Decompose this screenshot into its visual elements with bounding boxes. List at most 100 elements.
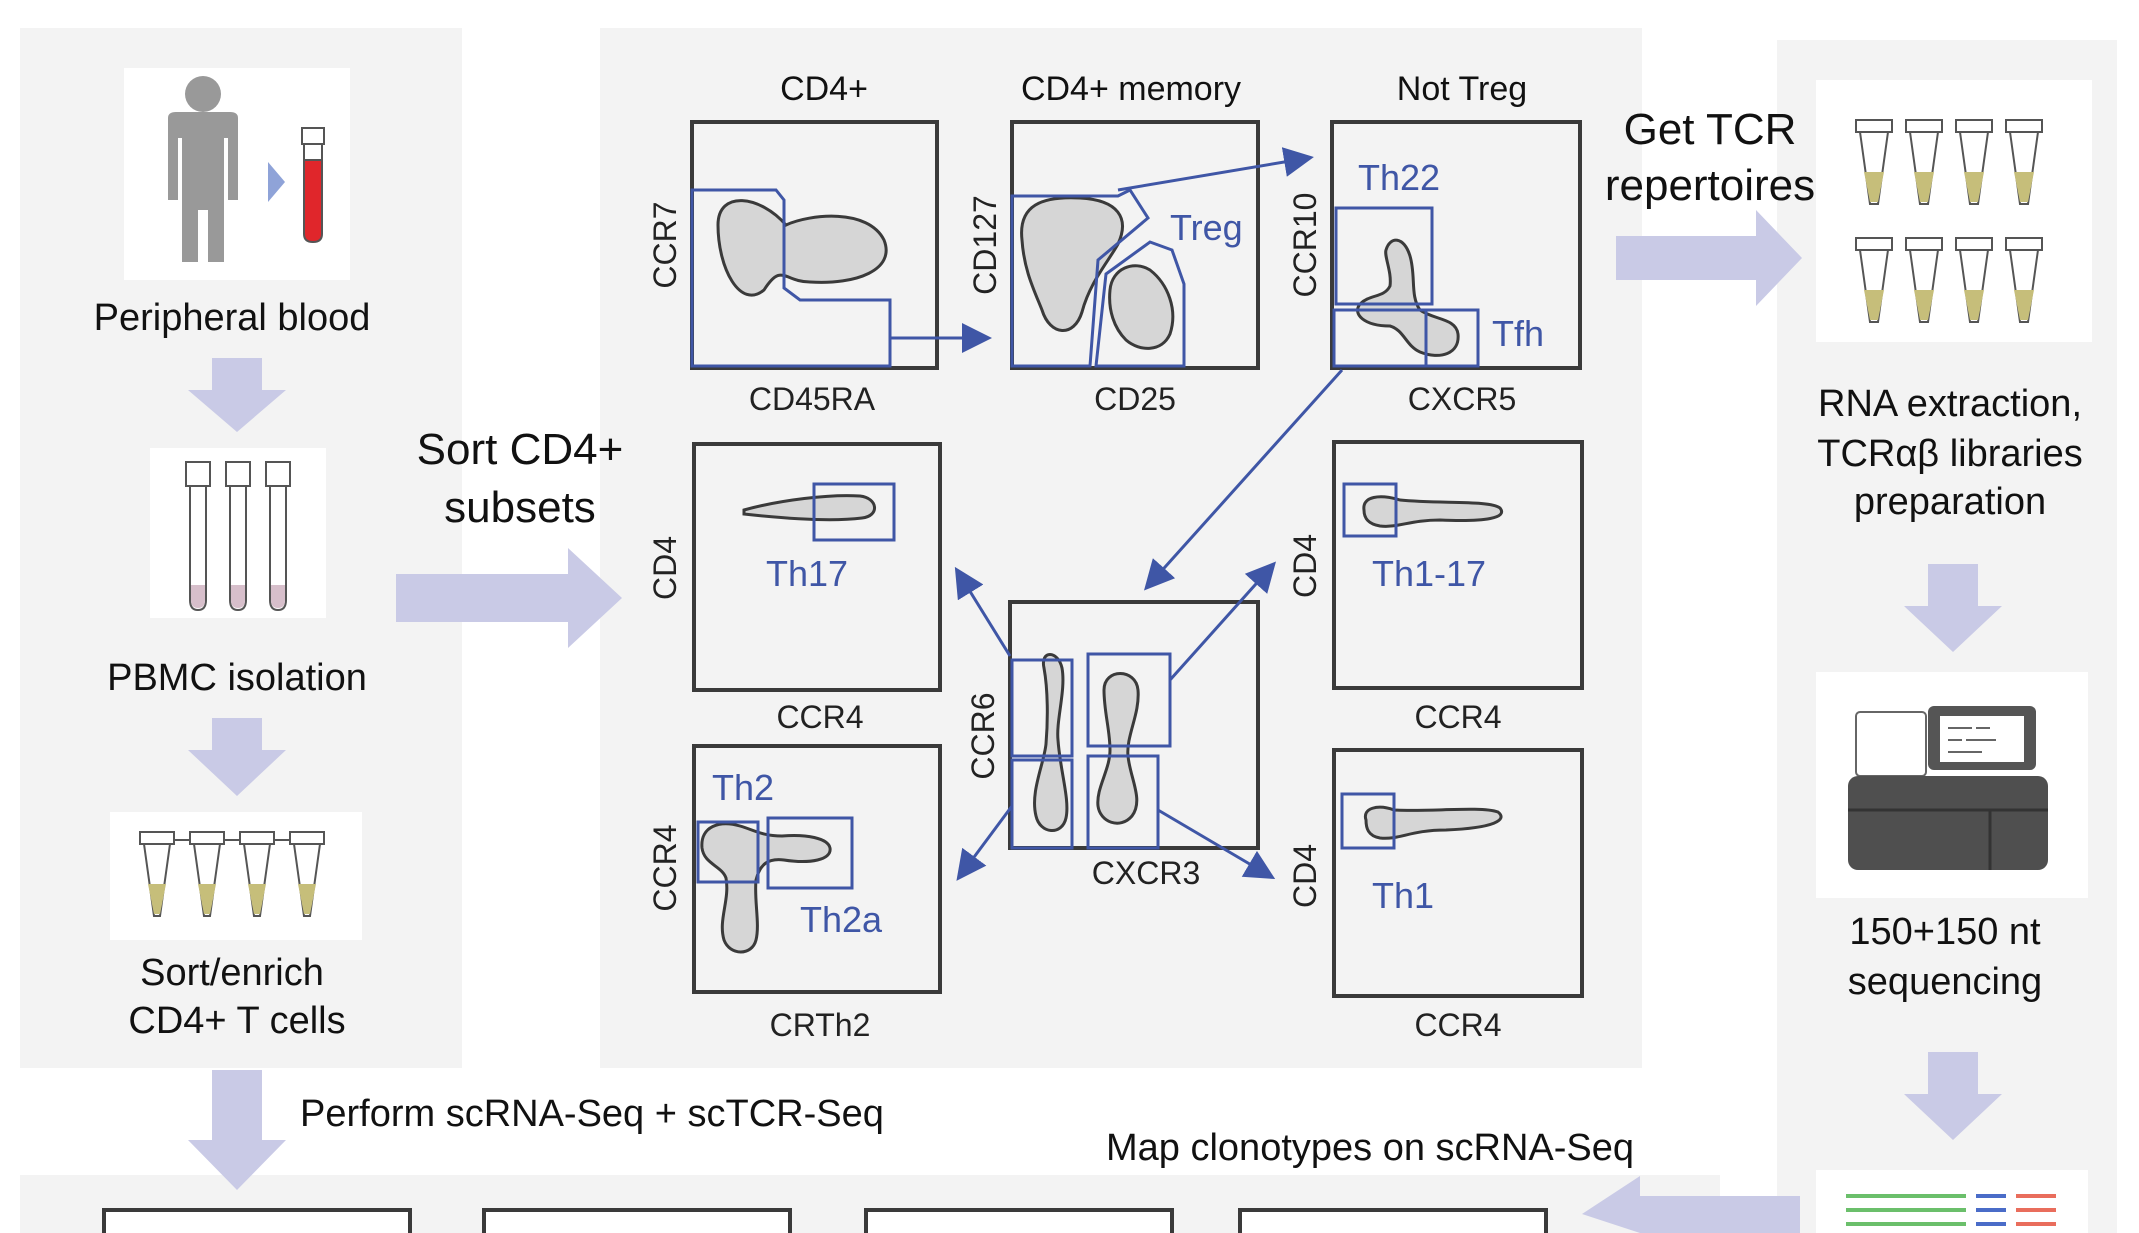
get-tcr-label-1: Get TCR [1624,105,1797,154]
plot-frame [692,442,942,692]
y-axis-label: CCR6 [965,692,1001,779]
gate-path [1010,188,1150,368]
plot-frame [1330,120,1582,370]
x-axis-label: CCR4 [1414,1007,1501,1043]
pcr-tubes-illustration-right [1816,80,2092,342]
gate-box [1086,754,1160,850]
cd4-tcells-label: CD4+ T cells [128,1000,345,1042]
map-clonotypes-label: Map clonotypes on scRNA-Seq [1106,1127,1634,1169]
gate-box [1340,792,1396,850]
blob [1020,196,1124,332]
gate-arrow-nottreg-to-center [1143,368,1344,591]
gate-box-tfh [1424,308,1480,368]
pbmc-isolation-label: PBMC isolation [107,657,367,699]
gate-label-th22: Th22 [1358,157,1440,198]
sort-subsets-label-1: Sort CD4+ [417,425,624,474]
bottom-box-2 [482,1208,792,1233]
pbmc-tubes-illustration [150,448,326,618]
person-blood-illustration [124,68,350,280]
bottom-box-1 [102,1208,412,1233]
bottom-box-4 [1238,1208,1548,1233]
gate-label-treg: Treg [1170,207,1243,248]
x-axis-label: CCR4 [1414,699,1501,735]
gate-arrow-mem-to-nottreg [1117,147,1314,192]
down-arrow-3 [188,1070,286,1190]
sort-enrich-label: Sort/enrich [140,952,324,994]
y-axis-label: CCR4 [647,824,683,911]
gate-arrow-to-th17 [954,566,1012,657]
peripheral-blood-label: Peripheral blood [94,297,371,339]
gate-label-th2a: Th2a [800,899,883,940]
y-axis-label: CCR7 [647,201,683,288]
gate-path [690,188,892,368]
gate-box [1086,652,1172,748]
plot-not-treg: Not Treg Th22 Tfh CCR10 CXCR5 [1287,70,1582,417]
gate-box [812,482,896,542]
middle-panel [600,28,1642,1068]
x-axis-label: CD25 [1094,381,1176,417]
plot-title-cd4: CD4+ [780,70,868,108]
plot-th1: Th1 CD4 CCR4 [1287,748,1584,1043]
y-axis-label: CD4 [1287,844,1323,908]
bottom-box-3 [864,1208,1174,1233]
gate-box [1342,482,1398,538]
triangle-icon [268,162,285,202]
blob [1096,672,1140,825]
plot-title-memory: CD4+ memory [1021,70,1241,108]
rna-extraction-label-1: RNA extraction, [1818,383,2082,425]
gate-box [696,820,760,884]
pcr-tubes-illustration [110,812,362,940]
x-axis-label: CXCR3 [1092,855,1200,891]
y-axis-label: CD4 [647,536,683,600]
down-arrow-2 [188,718,286,796]
y-axis-label: CD4 [1287,534,1323,598]
gate-label-tfh: Tfh [1492,313,1544,354]
get-tcr-label-2: repertoires [1605,161,1815,210]
plot-th17: Th17 CD4 CCR4 [647,442,942,735]
sort-subsets-label-2: subsets [444,483,596,532]
plot-center-ccr6-cxcr3: CCR6 CXCR3 [965,600,1260,891]
sequencer-icon [1848,706,2048,870]
rna-extraction-label-2: TCRαβ libraries [1817,433,2083,475]
down-arrow-right-1 [1904,564,2002,652]
gate-box [1010,658,1074,758]
plot-frame [692,744,942,994]
x-axis-label: CD45RA [749,381,876,417]
plot-frame [1332,440,1584,690]
plot-th2: Th2 Th2a CCR4 CRTh2 [647,744,942,1043]
blob [1108,264,1175,350]
plot-cd4: CD4+ CCR7 CD45RA [647,70,939,417]
gate-arrow-to-th1 [1157,808,1276,880]
blood-tube-icon [301,127,325,244]
perform-scrna-label: Perform scRNA-Seq + scTCR-Seq [300,1093,884,1135]
blob [1362,495,1503,528]
gate-box [766,816,854,890]
y-axis-label: CD127 [967,195,1003,295]
right-arrow-tcr [1616,210,1802,306]
blob [1033,653,1069,832]
plot-frame [1332,748,1584,998]
x-axis-label: CRTh2 [770,1007,871,1043]
plot-title-nottreg: Not Treg [1397,70,1527,108]
gate-box-th22 [1334,206,1434,306]
gate-box [1010,758,1074,850]
blob [742,494,876,522]
rna-extraction-label-3: preparation [1854,481,2046,523]
sequencing-label-2: sequencing [1848,961,2042,1003]
sequence-reads-illustration [1816,1170,2088,1233]
x-axis-label: CXCR5 [1408,381,1516,417]
gate-label-th17: Th17 [766,553,848,594]
sequencer-illustration [1816,672,2088,898]
gate-arrow-to-th2 [956,805,1014,881]
sequencing-label-1: 150+150 nt [1849,911,2041,953]
blob [1356,238,1460,357]
y-axis-label: CCR10 [1287,193,1323,298]
gate-label-th1: Th1 [1372,875,1434,916]
person-icon [168,76,238,262]
bottom-boxes [102,1208,1548,1233]
gate-label-th1-17: Th1-17 [1372,553,1486,594]
left-arrow-map [1582,1176,1800,1233]
pcr-tube-strip [139,831,325,917]
right-arrow-sort [396,548,622,648]
